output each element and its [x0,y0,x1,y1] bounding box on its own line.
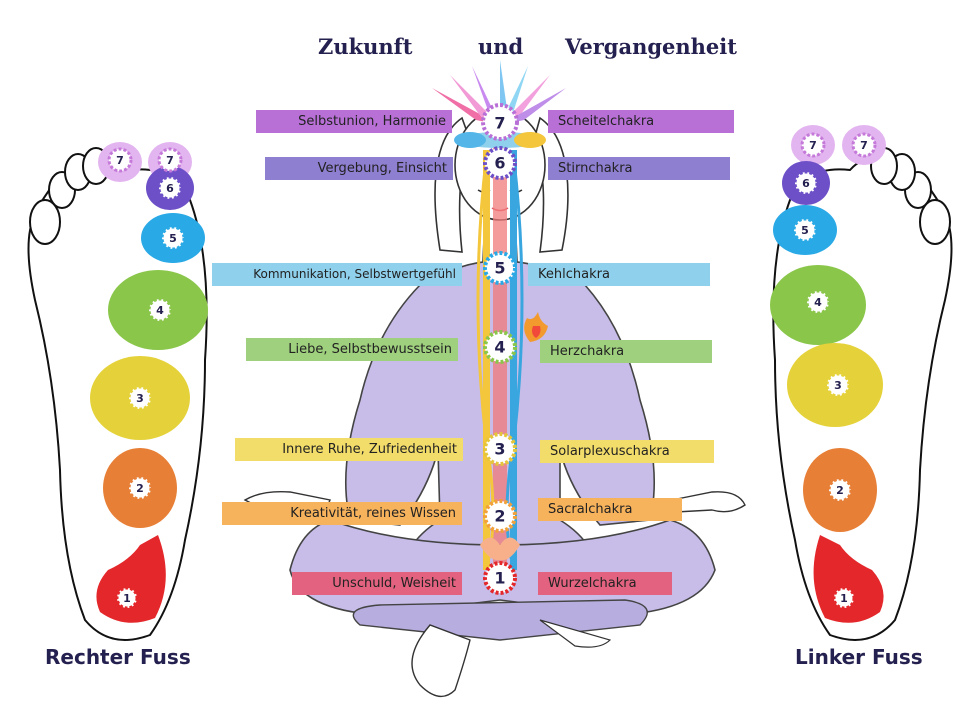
right-foot-map [27,142,208,641]
chakra-number: 2 [494,507,505,526]
right-foot-label: Rechter Fuss [45,645,191,669]
sacral-lotus-icon [480,537,520,561]
left-foot-chakra-1-badge: 1 [832,586,856,610]
right-foot-chakra-4-badge: 4 [147,297,173,323]
chakra-number: 3 [834,379,842,392]
chakra-number: 5 [801,224,809,237]
right-foot-chakra-7-badge: 7 [157,147,183,173]
right-foot-chakra-7-badge: 7 [107,147,133,173]
center-chakra-7-badge: 7 [481,103,519,141]
chakra-6-name: Stirnchakra [548,157,730,180]
left-foot-chakra-6-badge: 6 [793,170,819,196]
chakra-number: 4 [494,338,505,357]
right-foot-chakra-6-badge: 6 [157,175,183,201]
chakra-1-name: Wurzelchakra [538,572,672,595]
title-and: und [478,34,524,59]
chakra-3-quality: Innere Ruhe, Zufriedenheit [235,438,463,461]
chakra-2-quality: Kreativität, reines Wissen [222,502,462,525]
chakra-number: 6 [166,182,174,195]
right-foot-chakra-3-badge: 3 [127,385,153,411]
chakra-2-name: Sacralchakra [538,498,682,521]
title-future: Zukunft [318,34,413,59]
chakra-number: 7 [116,154,124,167]
chakra-number: 6 [802,177,810,190]
chakra-number: 7 [494,113,505,132]
left-foot-chakra-7-badge: 7 [851,132,877,158]
chakra-5-name: Kehlchakra [528,263,710,286]
left-foot-chakra-2-badge: 2 [827,477,853,503]
chakra-number: 1 [123,592,131,605]
left-foot-chakra-5-badge: 5 [792,217,818,243]
center-chakra-1-badge: 1 [483,561,517,595]
chakra-number: 7 [809,139,817,152]
chakra-number: 6 [494,154,505,173]
chakra-number: 3 [494,440,505,459]
center-chakra-6-badge: 6 [483,146,517,180]
chakra-number: 2 [136,482,144,495]
center-chakra-5-badge: 5 [483,251,517,285]
chakra-1-quality: Unschuld, Weisheit [292,572,462,595]
title-past: Vergangenheit [565,34,737,59]
center-chakra-4-badge: 4 [483,330,517,364]
chakra-number: 5 [494,259,505,278]
chakra-6-quality: Vergebung, Einsicht [265,157,453,180]
chakra-7-name: Scheitelchakra [548,110,734,133]
chakra-number: 4 [814,296,822,309]
crown-lotus-icon [432,60,566,148]
right-foot-chakra-5-badge: 5 [160,225,186,251]
chakra-3-name: Solarplexuschakra [540,440,714,463]
chakra-number: 1 [494,569,505,588]
right-foot-chakra-2-badge: 2 [127,475,153,501]
chakra-4-quality: Liebe, Selbstbewusstsein [246,338,458,361]
chakra-number: 4 [156,304,164,317]
center-chakra-2-badge: 2 [483,499,517,533]
left-foot-chakra-3-badge: 3 [825,372,851,398]
chakra-number: 2 [836,484,844,497]
chakra-number: 7 [860,139,868,152]
left-foot-chakra-4-badge: 4 [805,289,831,315]
chakra-number: 1 [840,592,848,605]
heart-flame-icon [524,312,548,342]
chakra-number: 5 [169,232,177,245]
chakra-7-quality: Selbstunion, Harmonie [256,110,452,133]
right-foot-chakra-1-badge: 1 [115,586,139,610]
left-foot-label: Linker Fuss [795,645,923,669]
left-foot-map [770,125,953,641]
chakra-number: 7 [166,154,174,167]
center-chakra-3-badge: 3 [483,432,517,466]
chakra-4-name: Herzchakra [540,340,712,363]
left-foot-chakra-7-badge: 7 [800,132,826,158]
chakra-5-quality: Kommunikation, Selbstwertgefühl [212,263,462,286]
chakra-number: 3 [136,392,144,405]
